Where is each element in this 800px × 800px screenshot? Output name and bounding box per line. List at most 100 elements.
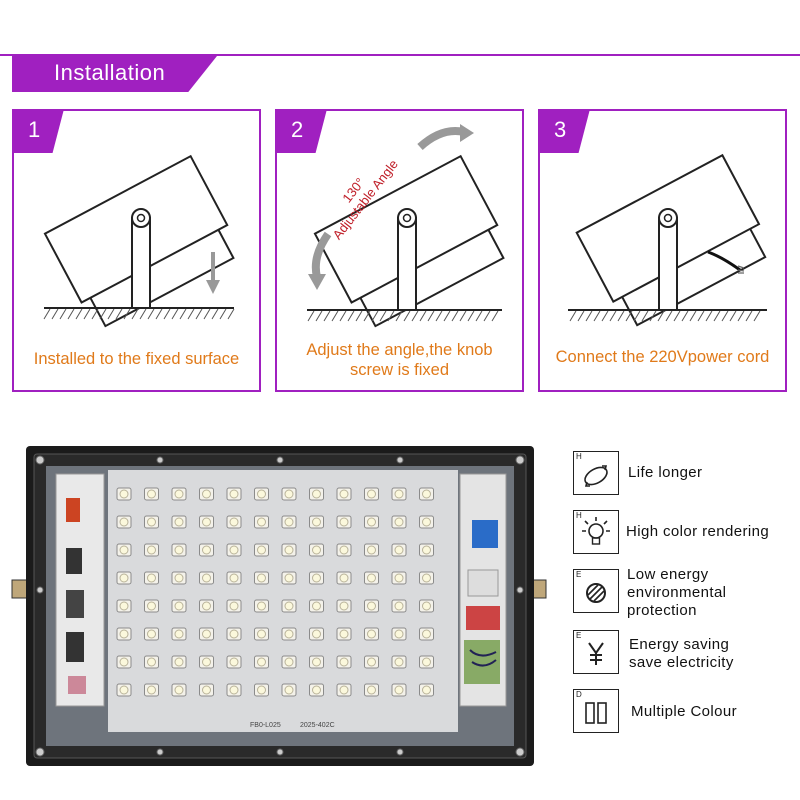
step-caption: Connect the 220Vpower cord	[555, 348, 770, 366]
led-lens	[312, 601, 321, 611]
led-lens	[422, 517, 431, 527]
led-lens	[257, 685, 266, 695]
feature-text: Low energy environmental protection	[627, 566, 726, 620]
led-lens	[147, 657, 156, 667]
led-lens	[202, 545, 211, 555]
led-lens	[312, 489, 321, 499]
led-lens	[284, 657, 294, 667]
feature-icon-box: H	[573, 451, 619, 495]
led-lens	[312, 517, 321, 527]
led-lens	[229, 601, 239, 611]
step-caption-line1: Adjust the angle,the knob	[306, 341, 493, 359]
led-lens	[147, 489, 156, 499]
led-lens	[202, 629, 211, 639]
led-lens	[394, 517, 404, 527]
feature-line: environmental	[627, 584, 727, 601]
led-lens	[284, 489, 294, 499]
led-lens	[394, 601, 404, 611]
led-lens	[174, 657, 184, 667]
feature-letter: D	[576, 690, 582, 699]
led-lens	[119, 657, 129, 667]
rotate-cycle-icon	[584, 465, 608, 487]
led-lens	[339, 573, 349, 583]
led-lens	[367, 629, 376, 639]
led-lens	[367, 657, 376, 667]
led-lens	[174, 685, 184, 695]
led-lens	[367, 601, 376, 611]
led-lens	[312, 573, 321, 583]
feature-line: save electricity	[629, 654, 734, 671]
led-lens	[202, 657, 211, 667]
led-lens	[284, 601, 294, 611]
led-lens	[229, 685, 239, 695]
led-lens	[339, 629, 349, 639]
led-lens	[147, 601, 156, 611]
step-panel-3: 3 Connect the 220Vpower cord	[538, 109, 787, 392]
led-lens	[422, 629, 431, 639]
feature-letter: E	[576, 570, 582, 579]
led-lens	[257, 517, 266, 527]
led-lens	[284, 685, 294, 695]
led-lens	[147, 573, 156, 583]
led-lens	[147, 685, 156, 695]
led-lens	[312, 629, 321, 639]
step-number: 2	[291, 117, 304, 142]
mount-illustration-1	[43, 154, 235, 328]
led-lens	[229, 629, 239, 639]
led-lens	[339, 601, 349, 611]
led-lens	[284, 545, 294, 555]
led-lens	[284, 629, 294, 639]
led-lens	[257, 545, 266, 555]
dual-rectangles-icon	[585, 702, 607, 724]
led-lens	[422, 545, 431, 555]
led-lens	[257, 601, 266, 611]
led-lens	[422, 657, 431, 667]
step-number: 1	[28, 117, 41, 142]
feature-text: High color rendering	[626, 523, 769, 541]
pcb-label-right: 2025-402C	[300, 722, 335, 729]
feature-text: Life longer	[628, 464, 702, 482]
led-lens	[422, 489, 431, 499]
feature-line: Life longer	[628, 464, 703, 481]
led-lens	[202, 489, 211, 499]
led-lens	[229, 545, 239, 555]
light-bulb-icon	[582, 517, 610, 545]
led-lens	[119, 489, 129, 499]
led-lens	[394, 657, 404, 667]
led-lens	[339, 489, 349, 499]
feature-icon-box: H	[573, 510, 619, 554]
led-lens	[422, 685, 431, 695]
feature-letter: H	[576, 511, 582, 520]
led-lens	[312, 657, 321, 667]
feature-letter: H	[576, 452, 582, 461]
led-lens	[147, 545, 156, 555]
led-lens	[202, 517, 211, 527]
pcb-label-left: FB0-L025	[250, 722, 281, 729]
header-tab	[12, 56, 217, 92]
led-lens	[147, 629, 156, 639]
feature-icon-box: D	[573, 689, 619, 733]
feature-line: protection	[627, 602, 697, 619]
led-lens	[174, 573, 184, 583]
step-caption: Adjust the angle,the knob screw is fixed	[277, 340, 522, 380]
led-lens	[394, 685, 404, 695]
led-lens	[312, 545, 321, 555]
led-lens	[119, 685, 129, 695]
led-lens	[257, 657, 266, 667]
yen-icon	[588, 642, 604, 665]
section-title: Installation	[54, 60, 166, 85]
led-lens	[174, 545, 184, 555]
led-lens	[367, 573, 376, 583]
feature-icon-box: E	[573, 569, 619, 613]
feature-line: Energy saving	[629, 636, 730, 653]
feature-text: Multiple Colour	[631, 703, 737, 721]
led-lens	[229, 517, 239, 527]
led-lens	[257, 489, 266, 499]
led-lens	[174, 517, 184, 527]
flood-light-photo: FB0-L025 2025-402C	[11, 446, 547, 766]
led-lens	[174, 629, 184, 639]
mount-illustration-3	[568, 153, 767, 327]
led-lens	[174, 489, 184, 499]
led-lens	[394, 573, 404, 583]
led-lens	[422, 573, 431, 583]
